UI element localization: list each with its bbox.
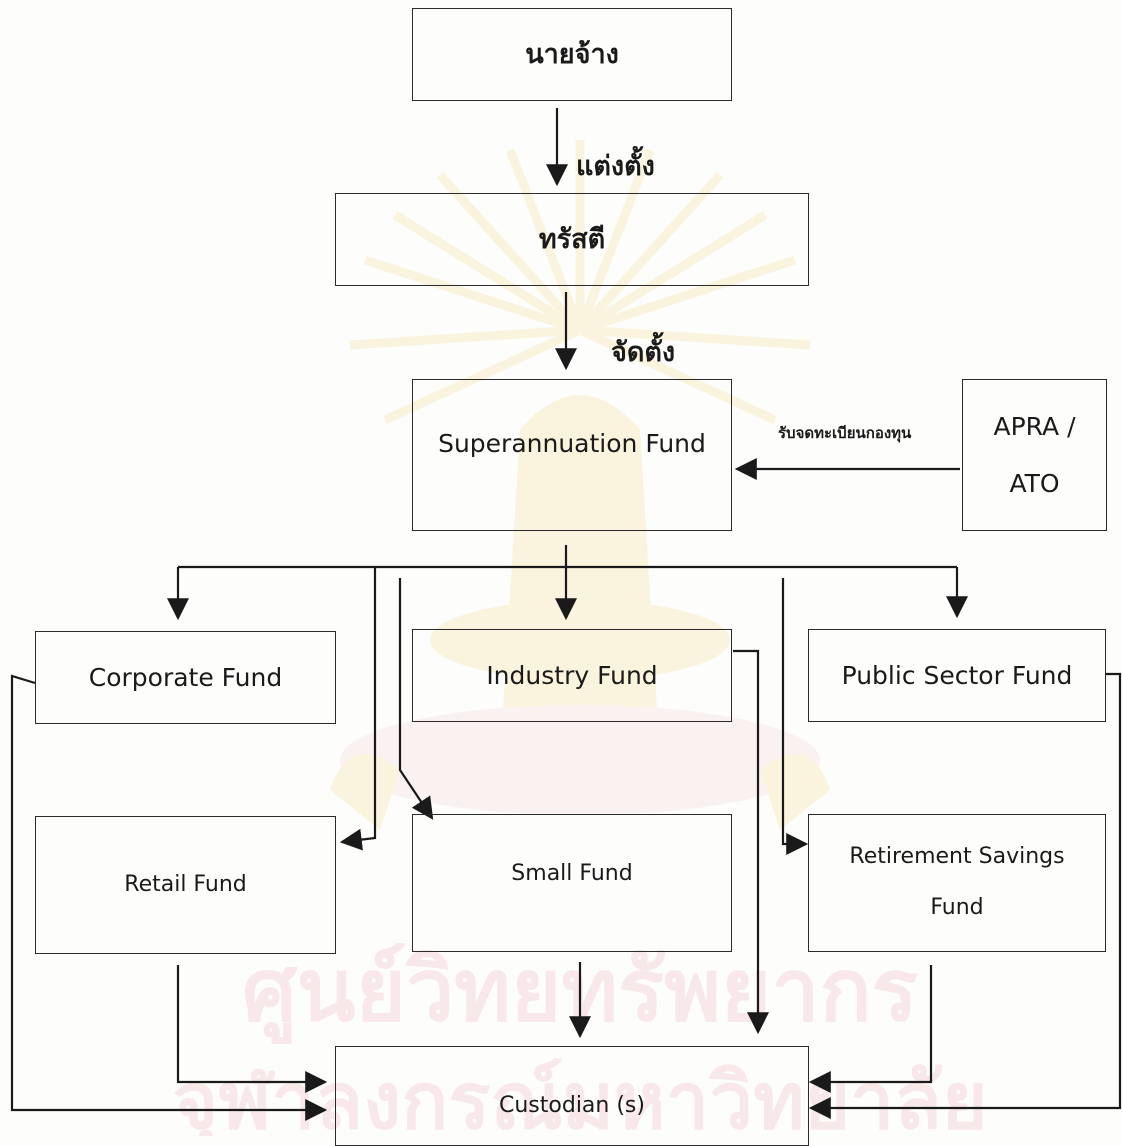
establish-label: จัดตั้ง	[611, 337, 676, 368]
appoint-label: แต่งตั้ง	[576, 151, 655, 182]
public-sector-fund-label: Public Sector Fund	[841, 660, 1073, 690]
industry-fund-box: Industry Fund	[412, 629, 732, 722]
custodian-label: Custodian (s)	[499, 1093, 645, 1118]
public-sector-fund-box: Public Sector Fund	[808, 629, 1106, 722]
custodian-box: Custodian (s)	[335, 1046, 809, 1146]
retirement-savings-fund-box: Retirement Savings Fund	[808, 814, 1106, 952]
arrow-to-small	[398, 578, 434, 820]
arrow-to-retail	[339, 567, 377, 851]
arrow-industry-custodian	[733, 649, 769, 1035]
regulator-box: APRA / ATO	[962, 379, 1107, 531]
superannuation-fund-label: Superannuation Fund	[438, 429, 706, 458]
superannuation-fund-box: Superannuation Fund	[412, 379, 732, 531]
arrow-to-retirement	[781, 578, 809, 855]
corporate-fund-box: Corporate Fund	[35, 631, 336, 724]
employer-label: นายจ้าง	[525, 38, 619, 70]
trustee-label: ทรัสตี	[538, 223, 606, 255]
trustee-box: ทรัสตี	[335, 193, 809, 286]
employer-box: นายจ้าง	[412, 8, 732, 101]
retail-fund-box: Retail Fund	[35, 816, 336, 954]
arrow-retirement-custodian	[808, 965, 933, 1093]
retail-fund-label: Retail Fund	[124, 872, 247, 898]
arrow-retail-custodian	[176, 965, 328, 1093]
small-fund-label: Small Fund	[511, 861, 633, 886]
arrow-corporate-custodian	[10, 674, 328, 1121]
arrow-public-custodian	[808, 672, 1122, 1119]
retirement-savings-fund-label: Retirement Savings Fund	[849, 844, 1065, 920]
regulator-label: APRA / ATO	[993, 411, 1076, 499]
industry-fund-label: Industry Fund	[486, 660, 658, 690]
small-fund-box: Small Fund	[412, 814, 732, 952]
register-label: รับจดทะเบียนกองทุน	[778, 424, 912, 442]
corporate-fund-label: Corporate Fund	[88, 662, 283, 692]
